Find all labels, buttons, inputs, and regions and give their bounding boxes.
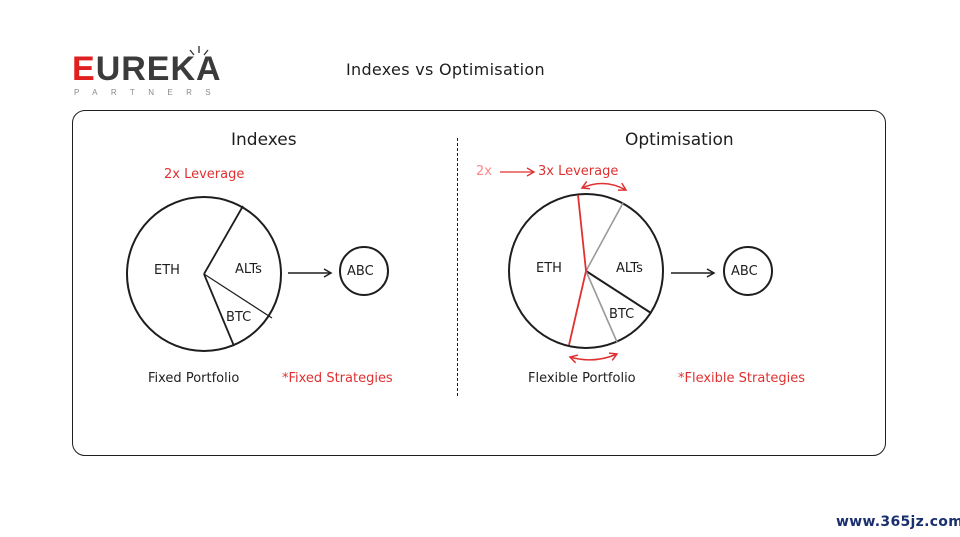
pie-divider-line [585, 270, 652, 314]
optimisation-heading: Optimisation [625, 130, 734, 150]
right-leverage-from-label: 2x [476, 164, 492, 179]
logo-accent-letter: E [72, 50, 96, 88]
right-target-circle [723, 246, 773, 296]
right-eth-label: ETH [536, 261, 562, 276]
section-divider [457, 138, 458, 396]
pie-divider-line [203, 273, 273, 319]
comparison-panel [72, 110, 886, 456]
left-eth-label: ETH [154, 263, 180, 278]
logo-word-rest: UREKA [95, 50, 222, 88]
pie-divider-line [203, 205, 244, 275]
top-adjust-arrow [580, 181, 628, 191]
right-btc-label: BTC [609, 307, 635, 322]
left-target-label: ABC [347, 264, 374, 279]
indexes-heading: Indexes [231, 130, 297, 150]
fixed-strategies-label: *Fixed Strategies [282, 371, 393, 386]
bottom-adjust-arrow [568, 352, 619, 364]
logo-spark-icon [189, 46, 209, 56]
flexible-portfolio-label: Flexible Portfolio [528, 371, 636, 386]
logo-subtitle: PARTNERS [74, 88, 225, 97]
flexible-strategies-label: *Flexible Strategies [678, 371, 806, 386]
flexible-portfolio-pie [508, 193, 664, 349]
pie-divider-line-grey [585, 270, 618, 343]
left-leverage-label: 2x Leverage [164, 167, 245, 182]
red-rebalance-line [568, 194, 587, 346]
right-leverage-label: 3x Leverage [538, 164, 619, 179]
right-target-label: ABC [731, 264, 758, 279]
fixed-portfolio-label: Fixed Portfolio [148, 371, 240, 386]
watermark-text: www.365jz.com [836, 514, 960, 530]
pie-divider-line [203, 273, 235, 347]
pie-divider-line-grey [585, 202, 624, 272]
right-alts-label: ALTs [616, 261, 643, 276]
fixed-portfolio-pie [126, 196, 282, 352]
eureka-logo: EUREKA [72, 52, 222, 86]
page-title: Indexes vs Optimisation [346, 60, 545, 79]
left-alts-label: ALTs [235, 262, 262, 277]
left-target-circle [339, 246, 389, 296]
left-btc-label: BTC [226, 310, 252, 325]
